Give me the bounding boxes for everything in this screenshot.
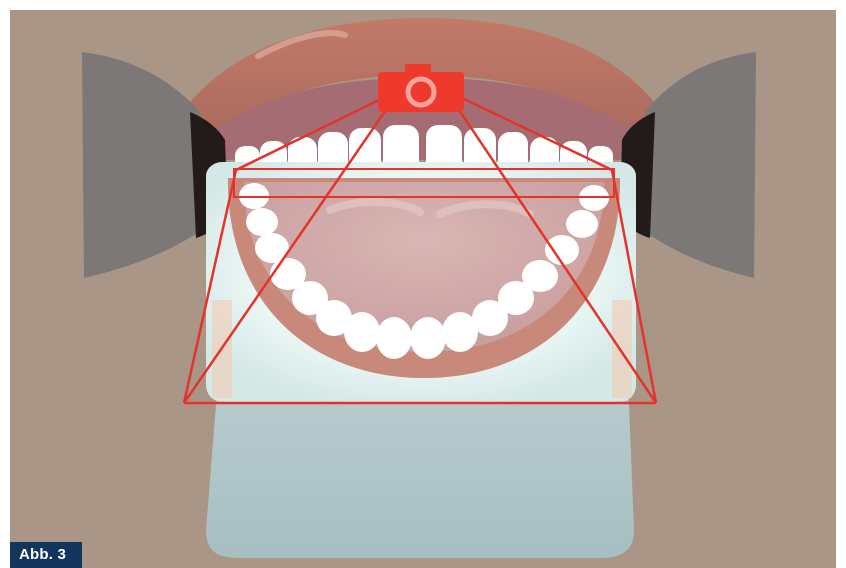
reflected-tooth — [545, 235, 579, 265]
reflected-tooth — [292, 281, 328, 315]
reflected-tooth — [522, 260, 558, 292]
lip-highlight — [255, 30, 348, 59]
camera-view-frustum — [182, 95, 658, 405]
view-edge-lower-right — [610, 169, 658, 404]
upper-lip — [178, 18, 666, 142]
reflected-tooth — [472, 300, 508, 336]
reflected-tooth — [255, 233, 289, 263]
mirror-handle — [206, 380, 634, 558]
view-edge-lower-left — [182, 169, 238, 404]
reflected-tooth — [316, 300, 352, 336]
reflected-tooth — [566, 210, 598, 238]
view-diagonal-right — [453, 103, 658, 404]
view-diagonal-left — [182, 103, 392, 404]
reflected-tooth — [498, 281, 534, 315]
mirror-side-tint — [612, 300, 632, 398]
palate-ruga — [436, 200, 534, 218]
reflected-tooth — [376, 317, 412, 359]
reflected-tooth — [344, 312, 380, 352]
palate-ruga — [326, 198, 424, 216]
figure-label: Abb. 3 — [10, 542, 82, 568]
reflected-tooth — [410, 317, 446, 359]
reflected-tooth — [246, 208, 278, 236]
reflected-tooth — [442, 312, 478, 352]
view-edge-upper-right — [459, 95, 613, 172]
view-edge-upper-left — [235, 95, 386, 172]
camera-icon — [378, 64, 464, 112]
